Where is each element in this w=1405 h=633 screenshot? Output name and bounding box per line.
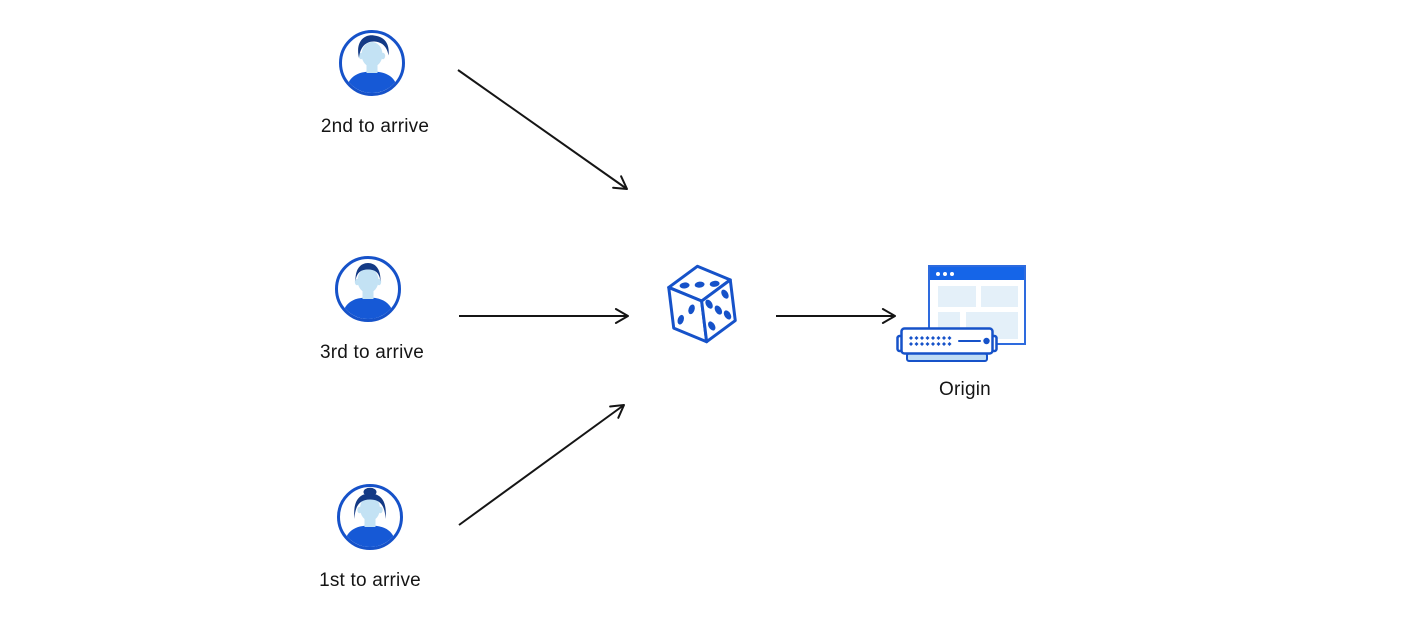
user-3rd-label: 3rd to arrive [320,342,424,363]
content-block [938,286,976,307]
arrow-user3rd-to-dice [459,308,629,324]
titlebar-dot [936,271,940,276]
user-1st-label: 1st to arrive [319,570,421,591]
avatar-man-short-hair-icon [335,256,401,322]
server-icon [896,327,998,363]
content-block [938,312,960,329]
origin-label: Origin [939,379,991,400]
avatar-man-swept-hair-icon [339,30,405,96]
avatar-woman-bun-icon [337,484,403,550]
arrow-dice-to-origin [776,308,896,324]
dice-icon [659,257,745,352]
user-2nd-label: 2nd to arrive [320,116,430,137]
arrow-user1st-to-dice [458,404,625,526]
browser-titlebar [930,267,1024,280]
arrow-user2nd-to-dice [457,69,628,190]
content-block [981,286,1018,307]
titlebar-dot [943,271,947,276]
titlebar-dot [950,271,954,276]
